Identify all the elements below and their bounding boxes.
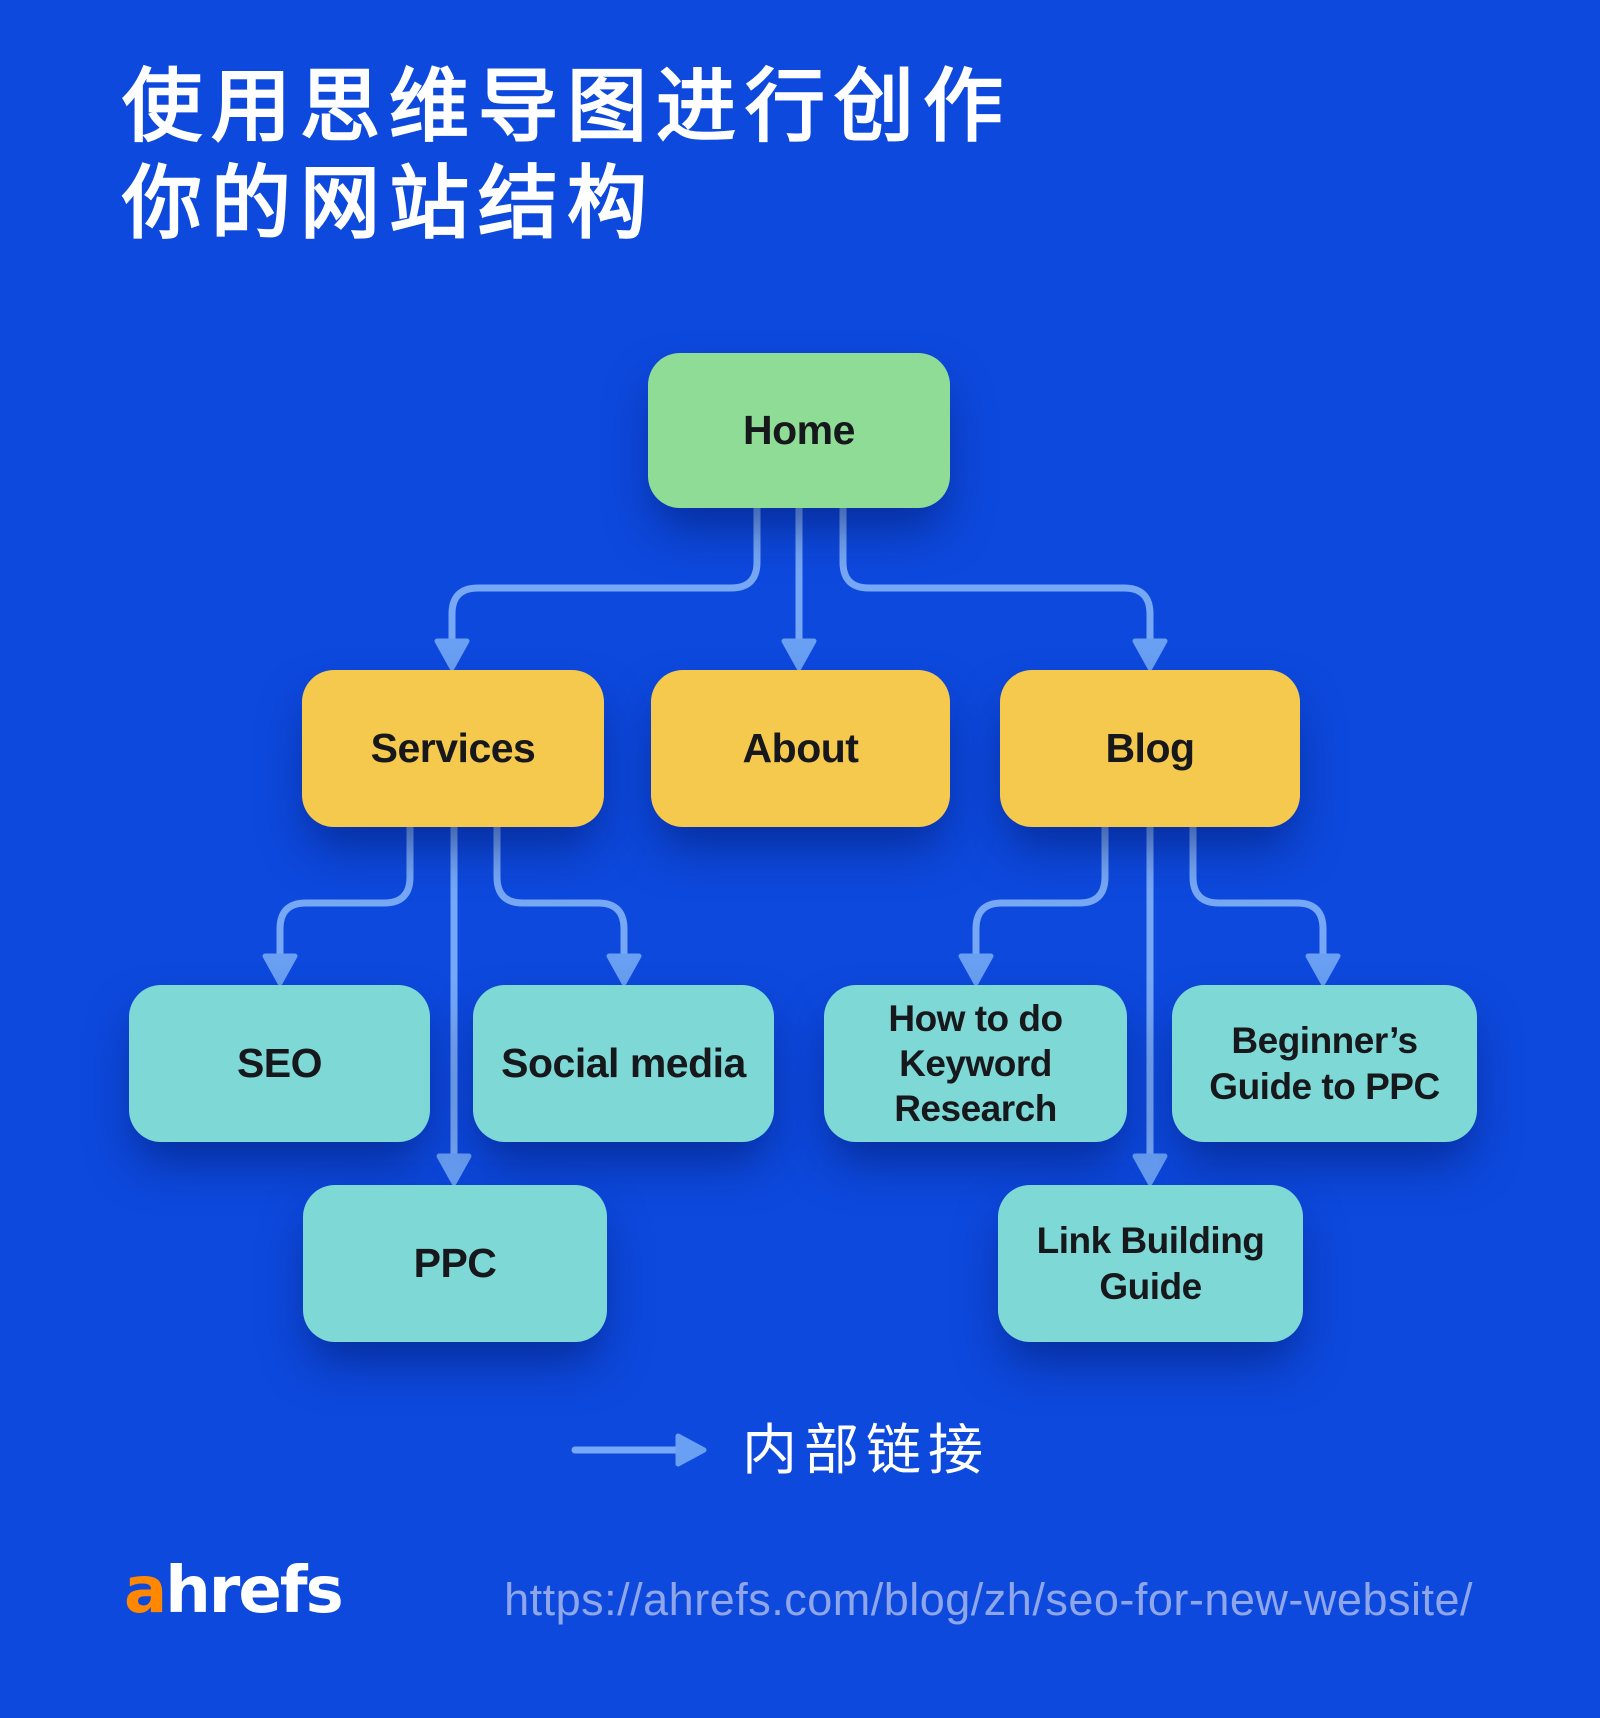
node-about-label: About — [742, 725, 859, 772]
arrowhead-link — [1132, 1153, 1168, 1186]
node-ppc-label: PPC — [413, 1240, 497, 1287]
node-seo: SEO — [129, 985, 430, 1142]
node-beginners-guide-ppc-label: Beginner’s Guide to PPC — [1209, 1020, 1440, 1107]
source-url: https://ahrefs.com/blog/zh/seo-for-new-w… — [504, 1574, 1473, 1625]
connector-blog-beginner — [1189, 820, 1327, 962]
node-services: Services — [302, 670, 604, 827]
node-beginners-guide-ppc: Beginner’s Guide to PPC — [1172, 985, 1477, 1142]
connector-services-social — [493, 820, 628, 962]
arrowhead-blog — [1132, 638, 1168, 671]
arrowhead-seo — [262, 953, 298, 986]
arrowhead-keyword — [958, 953, 994, 986]
node-link-building-guide: Link Building Guide — [998, 1185, 1303, 1342]
connector-home-blog — [839, 502, 1154, 648]
node-ppc: PPC — [303, 1185, 607, 1342]
legend-label: 内部链接 — [742, 1418, 991, 1482]
node-home: Home — [648, 353, 950, 508]
connector-services-seo — [276, 820, 414, 962]
page-title-line1: 使用思维导图进行创作 — [122, 60, 1012, 153]
arrowhead-beginner — [1305, 953, 1341, 986]
node-seo-label: SEO — [236, 1040, 323, 1087]
node-services-label: Services — [370, 725, 536, 772]
connector-home-services — [448, 502, 761, 648]
arrowhead-ppc — [436, 1153, 472, 1186]
arrowhead-about — [781, 638, 817, 671]
node-blog-label: Blog — [1105, 725, 1195, 772]
legend-arrow-icon — [571, 1433, 707, 1467]
node-link-building-guide-label: Link Building Guide — [1036, 1220, 1265, 1307]
page-title-line2: 你的网站结构 — [122, 157, 656, 250]
node-blog: Blog — [1000, 670, 1300, 827]
node-keyword-research-label: How to do Keyword Research — [888, 997, 1063, 1130]
node-keyword-research: How to do Keyword Research — [824, 985, 1127, 1142]
arrowhead-services — [434, 638, 470, 671]
node-social-media-label: Social media — [501, 1040, 746, 1087]
connector-blog-keyword — [972, 820, 1109, 962]
ahrefs-logo-hrefs: hrefs — [165, 1554, 343, 1628]
arrowhead-social — [606, 953, 642, 986]
node-social-media: Social media — [473, 985, 774, 1142]
ahrefs-logo-a: a — [124, 1554, 167, 1628]
page-title: 使用思维导图进行创作 你的网站结构 — [122, 58, 1012, 252]
ahrefs-logo: ahrefs — [124, 1558, 344, 1624]
node-home-label: Home — [743, 407, 855, 454]
node-about: About — [651, 670, 950, 827]
